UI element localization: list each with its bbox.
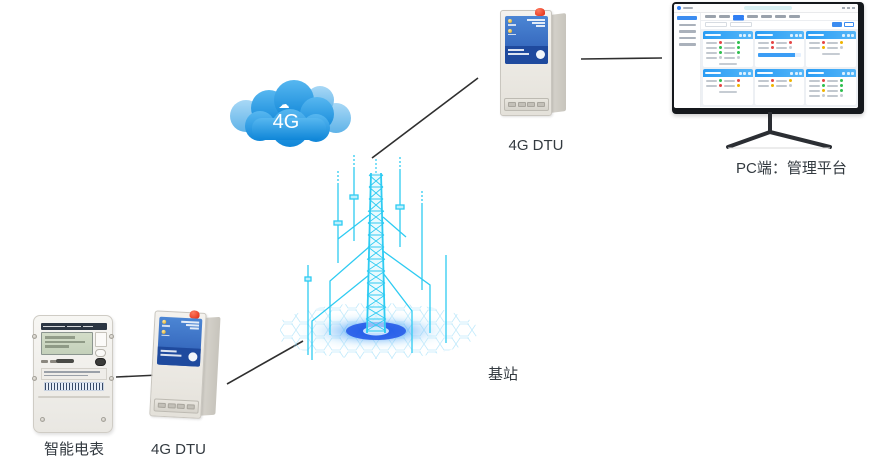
screw-icon xyxy=(40,417,45,422)
smart-meter-device xyxy=(32,315,114,433)
screw-icon xyxy=(109,334,114,339)
tower-mast xyxy=(365,159,387,334)
device-card[interactable] xyxy=(806,69,856,105)
meter-slot xyxy=(56,359,74,363)
filter-input[interactable] xyxy=(705,22,727,28)
device-card[interactable] xyxy=(703,31,753,67)
meter-cover-groove xyxy=(38,396,110,398)
cloud-4g: ☁ 4G xyxy=(230,80,351,147)
label-meter: 智能电表 xyxy=(44,441,105,458)
net-led xyxy=(508,28,512,33)
logo-badge xyxy=(188,352,198,362)
app-logo-icon xyxy=(677,6,681,10)
meter-title-strip xyxy=(41,323,107,330)
search-button[interactable] xyxy=(832,22,842,28)
net-led xyxy=(161,329,166,334)
sidebar-item[interactable] xyxy=(678,43,696,46)
meter-seal-marks xyxy=(41,358,83,364)
sidebar-item[interactable] xyxy=(678,30,696,33)
dtu-side-face xyxy=(550,13,566,113)
sidebar-item-active[interactable] xyxy=(677,16,697,20)
management-platform-screen xyxy=(674,4,858,108)
model-text-skeleton xyxy=(505,46,548,64)
brand-text-skeleton xyxy=(181,320,200,330)
label-tower: 基站 xyxy=(488,366,519,383)
power-led xyxy=(508,19,512,23)
filter-toolbar[interactable] xyxy=(701,21,858,29)
model-text-skeleton xyxy=(156,346,201,367)
reset-button[interactable] xyxy=(844,22,854,28)
monitor-cards xyxy=(701,29,858,107)
window-titlebar xyxy=(674,4,858,13)
screw-icon xyxy=(32,334,37,339)
window-title-skeleton xyxy=(743,6,792,10)
platform-tabs[interactable] xyxy=(701,13,858,21)
cloud-front xyxy=(245,80,334,147)
meter-lcd-display xyxy=(41,332,93,355)
device-card[interactable] xyxy=(806,31,856,67)
label-monitor: PC端：管理平台 xyxy=(736,160,847,177)
meter-button-down[interactable] xyxy=(95,358,106,366)
sidebar-item[interactable] xyxy=(678,23,696,26)
dtu-front-face xyxy=(149,310,207,419)
tab-active[interactable] xyxy=(733,15,744,18)
screw-icon xyxy=(109,376,114,381)
dtu-label-panel xyxy=(156,316,203,367)
power-led xyxy=(162,319,167,324)
link-tower-to-dtu xyxy=(371,77,479,159)
monitor-stand xyxy=(726,112,832,149)
device-card[interactable] xyxy=(754,69,805,105)
device-card[interactable] xyxy=(754,31,805,67)
base-station-tower xyxy=(280,155,478,360)
label-dtu-top: 4G DTU xyxy=(508,137,564,154)
dtu-label-panel xyxy=(505,16,548,64)
device-card[interactable] xyxy=(703,69,753,105)
filter-input[interactable] xyxy=(730,22,752,28)
cloud-mini-icon: ☁ xyxy=(279,99,290,111)
label-dtu-bottom: 4G DTU xyxy=(151,441,207,458)
dtu-device-bottom xyxy=(149,306,221,421)
screw-icon xyxy=(101,417,106,422)
link-dtu-to-monitor xyxy=(580,57,663,60)
tower-antennas xyxy=(304,155,447,360)
terminal-block xyxy=(504,98,549,111)
meter-nameplate xyxy=(41,368,107,380)
meter-button-up[interactable] xyxy=(95,349,106,357)
terminal-block xyxy=(153,398,200,414)
platform-sidebar[interactable] xyxy=(674,13,701,107)
pc-monitor xyxy=(672,2,864,114)
cloud-label: 4G xyxy=(273,111,300,133)
dtu-device-top xyxy=(500,6,566,118)
sidebar-item[interactable] xyxy=(678,36,696,39)
logo-badge xyxy=(536,50,545,59)
antenna-icon xyxy=(535,8,545,16)
link-dtu-to-tower xyxy=(226,340,304,385)
window-controls[interactable] xyxy=(842,7,855,9)
dtu-front-face xyxy=(500,8,552,116)
screw-icon xyxy=(32,376,37,381)
meter-ir-port xyxy=(95,332,107,347)
barcode xyxy=(44,382,104,391)
brand-text-skeleton xyxy=(527,19,545,27)
